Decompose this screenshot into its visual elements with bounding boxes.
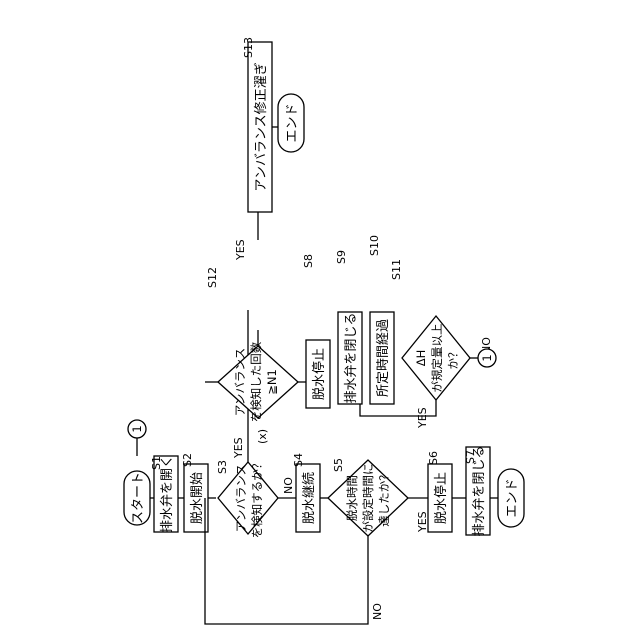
decision-s11: ΔH が規定量以上 か？ S11 <box>390 259 470 400</box>
s13-text: アンバランス修正濯ぎ <box>254 62 269 191</box>
decision-s3: アンバランス を検知するか？ S3 <box>216 458 278 539</box>
connector-1-out: 1 <box>478 349 496 367</box>
end-terminal-left: エンド <box>498 469 524 527</box>
decision-s12: アンバランス を検知した回数 ≧N1 S12 <box>206 267 298 422</box>
s4-step: S4 <box>292 453 305 467</box>
s5-line2: が設定時間に <box>361 464 375 533</box>
x-label: (x) <box>256 429 269 444</box>
decision-s5: 脱水時間 が設定時間に 達したか？ S5 <box>328 458 408 536</box>
s12-line2: を検知した回数 <box>249 341 263 422</box>
s12-line1: アンバランス <box>233 348 247 416</box>
s3-no-label: NO <box>282 477 295 494</box>
s11-line3: か？ <box>446 347 460 370</box>
step-s9: 排水弁を閉じる S9 <box>335 250 362 404</box>
step-s1: 排水弁を開く S1 <box>150 455 178 533</box>
s1-step: S1 <box>150 456 163 470</box>
s13-step: S13 <box>242 37 255 58</box>
s5-line1: 脱水時間 <box>345 475 359 521</box>
s12-step: S12 <box>206 267 219 288</box>
s6-step: S6 <box>427 451 440 465</box>
s5-no-label: NO <box>371 603 384 620</box>
connector-1-in: 1 <box>128 420 146 438</box>
s4-text: 脱水継続 <box>302 472 317 524</box>
s7-step: S7 <box>464 450 477 464</box>
step-s7: 排水弁を閉じる S7 <box>464 445 490 536</box>
step-s6: 脱水停止 S6 <box>427 451 452 532</box>
s11-step: S11 <box>390 259 403 280</box>
s12-line3: ≧N1 <box>265 369 279 395</box>
end-top-label: エンド <box>285 103 300 142</box>
step-s4: 脱水継続 S4 <box>292 453 320 532</box>
s12-yes-label: YES <box>234 239 247 261</box>
step-s13: アンバランス修正濯ぎ S13 <box>242 37 272 212</box>
s6-text: 脱水停止 <box>433 472 449 524</box>
s2-step: S2 <box>181 453 194 467</box>
step-s2: 脱水開始 S2 <box>181 453 208 532</box>
connector-1-label: 1 <box>130 425 144 432</box>
s2-text: 脱水開始 <box>190 472 205 524</box>
s5-yes-label: YES <box>416 511 429 533</box>
end-terminal-top: エンド <box>278 94 304 152</box>
s10-text: 所定時間経過 <box>376 319 391 397</box>
s10-step: S10 <box>368 235 381 256</box>
s3-line1: アンバランス <box>234 464 248 532</box>
connector-2-label: 1 <box>480 354 494 361</box>
end-left-label: エンド <box>505 478 520 517</box>
s5-step: S5 <box>332 458 345 472</box>
step-s8: 脱水停止 S8 <box>302 254 330 408</box>
diagram-rotated: スタート 排水弁を開く S1 脱水開始 S2 アンバランス を検知するか？ S3… <box>124 37 524 624</box>
s5-line3: 達したか？ <box>377 469 391 527</box>
s3-step: S3 <box>216 460 229 474</box>
s11-line2: が規定量以上 <box>430 324 444 393</box>
s3-yes-label: YES <box>232 437 245 459</box>
s9-text: 排水弁を閉じる <box>344 312 359 403</box>
s11-yes-label: YES <box>416 407 429 429</box>
s8-text: 脱水停止 <box>311 348 327 400</box>
s9-step: S9 <box>335 250 348 264</box>
s11-line1: ΔH <box>414 350 428 367</box>
start-terminal: スタート <box>124 471 150 525</box>
start-label: スタート <box>131 472 146 524</box>
s8-step: S8 <box>302 254 315 268</box>
s3-line2: を検知するか？ <box>250 458 264 539</box>
